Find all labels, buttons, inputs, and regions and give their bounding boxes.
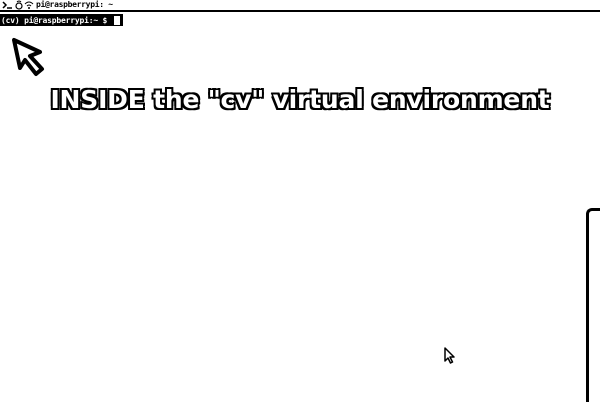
annotation-caption: INSIDE the "cv" virtual environment bbox=[49, 84, 551, 116]
mouse-cursor-icon bbox=[444, 347, 456, 369]
titlebar-icons bbox=[2, 0, 34, 10]
shell-prompt: (cv) pi@raspberrypi:~ $ bbox=[1, 15, 112, 25]
wifi-icon bbox=[24, 0, 34, 10]
terminal-icon bbox=[2, 0, 14, 10]
pi-logo-icon bbox=[14, 0, 24, 10]
scrollbar[interactable] bbox=[586, 208, 600, 402]
terminal-area[interactable]: (cv) pi@raspberrypi:~ $ bbox=[0, 12, 600, 402]
text-cursor bbox=[113, 15, 120, 25]
window-titlebar: pi@raspberrypi: ~ bbox=[0, 0, 600, 12]
pointer-arrow-icon bbox=[10, 36, 50, 82]
window-title: pi@raspberrypi: ~ bbox=[36, 0, 113, 9]
prompt-line: (cv) pi@raspberrypi:~ $ bbox=[0, 14, 123, 26]
